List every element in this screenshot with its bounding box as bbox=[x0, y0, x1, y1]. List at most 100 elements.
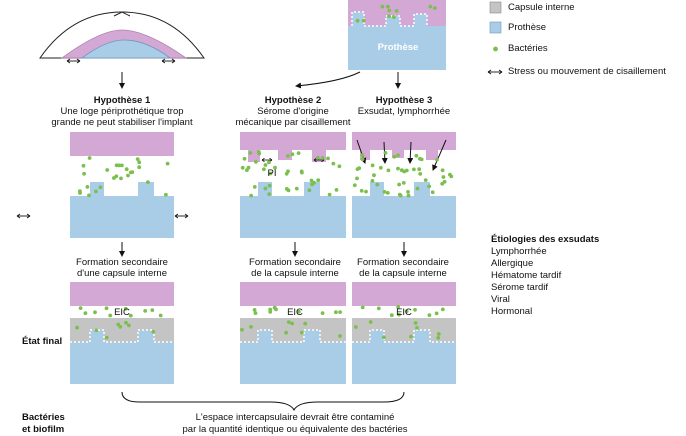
bacteria-dot bbox=[389, 313, 394, 318]
bacteria-dot bbox=[290, 321, 294, 326]
bacteria-dot bbox=[383, 151, 388, 155]
bacteria-dot bbox=[81, 163, 86, 168]
formation-2-line1: Formation secondaire bbox=[249, 257, 341, 268]
double-arrow-icon bbox=[161, 58, 176, 64]
final-panel-1 bbox=[70, 282, 174, 384]
bacteria-dot bbox=[284, 330, 288, 335]
bacteria-dot bbox=[104, 306, 109, 311]
bacteria-dot bbox=[274, 307, 278, 312]
bacteria-dot bbox=[364, 189, 368, 194]
bacteria-dot bbox=[268, 310, 273, 314]
bacteria-dot bbox=[436, 332, 441, 336]
bacteria-dot bbox=[118, 325, 123, 329]
bacteria-dot bbox=[386, 168, 391, 173]
etiology-item: Viral bbox=[491, 294, 510, 305]
etat-final-label: État final bbox=[22, 336, 63, 347]
bacteria-dot bbox=[355, 176, 359, 181]
bacteria-dot bbox=[263, 186, 268, 191]
prothese-top-block bbox=[348, 0, 446, 70]
bacteria-dot bbox=[124, 320, 128, 325]
bacteria-dot bbox=[130, 170, 135, 175]
bacteria-dot bbox=[415, 186, 420, 191]
bacteria-dot bbox=[151, 329, 156, 334]
bacteria-dot bbox=[299, 330, 304, 335]
bacteria-dot bbox=[117, 163, 121, 168]
hypothesis-2-panel bbox=[240, 132, 346, 238]
bacteria-dot bbox=[78, 306, 83, 310]
bacteria-dot bbox=[386, 4, 390, 9]
bacteria-dot bbox=[338, 310, 342, 314]
bacteria-dot bbox=[303, 321, 308, 326]
bacteria-dot bbox=[75, 325, 79, 330]
bacteria-dot bbox=[360, 157, 365, 162]
bacteria-dot bbox=[98, 185, 103, 190]
hypothesis-1-panel bbox=[16, 132, 189, 238]
bacteria-dot bbox=[126, 323, 131, 328]
gray-square-icon bbox=[489, 1, 502, 14]
bacteria-dot bbox=[354, 325, 358, 329]
bacteria-dot bbox=[368, 320, 373, 324]
etiology-item: Hormonal bbox=[491, 306, 533, 317]
bacteria-dot bbox=[387, 8, 392, 13]
eic-label-2: EIC bbox=[287, 307, 303, 318]
formation-1-line2: d'une capsule interne bbox=[76, 268, 168, 279]
blue-square-icon bbox=[489, 21, 502, 34]
bacteria-dot bbox=[286, 154, 290, 158]
etiology-item: Sérome tardif bbox=[491, 282, 549, 293]
bacteria-dot bbox=[128, 313, 133, 318]
bacteria-dot bbox=[315, 155, 320, 160]
bacteria-dot bbox=[158, 313, 163, 318]
bacteria-dot bbox=[337, 164, 342, 169]
bacteria-dot bbox=[327, 192, 332, 197]
legend-label-bacteries: Bactéries bbox=[508, 43, 548, 54]
bacteria-dot bbox=[296, 151, 301, 156]
bacteria-dot bbox=[87, 193, 91, 198]
bacteria-dot bbox=[252, 185, 257, 189]
bacteria-dot bbox=[249, 325, 253, 329]
bacteries-biofilm-label-1: Bactéries bbox=[22, 412, 65, 423]
legend-label-prothese: Prothèse bbox=[508, 22, 547, 33]
hypothesis-2-line1: Sérome d'origine bbox=[257, 106, 329, 117]
bacteria-dot bbox=[355, 18, 360, 23]
hypothesis-1-title: Hypothèse 1 bbox=[93, 95, 151, 106]
bacteria-dot bbox=[165, 161, 170, 166]
bacteria-dot bbox=[112, 176, 116, 180]
bacteria-dot bbox=[361, 18, 366, 23]
bacteria-dot bbox=[150, 308, 155, 312]
bacteria-dot bbox=[440, 168, 445, 173]
bacteria-dot bbox=[402, 169, 407, 174]
bacteria-dot bbox=[296, 309, 301, 314]
bacteria-dot bbox=[392, 154, 397, 159]
bacteria-dot bbox=[397, 182, 401, 187]
bacteria-dot bbox=[398, 193, 403, 198]
bacteria-dots bbox=[75, 4, 454, 340]
bacteria-dot bbox=[267, 160, 271, 165]
bacteria-dot bbox=[286, 169, 290, 174]
bacteria-dot bbox=[359, 188, 364, 193]
bacteria-dot bbox=[240, 327, 244, 332]
hypothesis-2-title: Hypothèse 2 bbox=[264, 95, 322, 106]
bacteria-dot bbox=[82, 171, 86, 176]
bacteria-dot bbox=[376, 306, 381, 311]
bacteria-dot bbox=[419, 157, 424, 162]
bacteria-dot bbox=[108, 313, 113, 318]
etiology-item: Allergique bbox=[491, 258, 534, 269]
green-dot-icon bbox=[493, 46, 498, 52]
bacteria-dot bbox=[320, 156, 325, 160]
bacteria-dot bbox=[387, 14, 391, 19]
bacteria-dot bbox=[380, 4, 385, 9]
bacteria-dot bbox=[370, 179, 375, 183]
etiology-item: Lymphorrhée bbox=[491, 246, 547, 257]
bacteria-dot bbox=[262, 167, 266, 172]
bacteria-dot bbox=[94, 189, 98, 194]
bacteria-dot bbox=[124, 167, 129, 172]
bacteria-dot bbox=[85, 185, 90, 189]
bacteria-dot bbox=[309, 178, 314, 183]
bacteria-dot bbox=[331, 161, 336, 166]
formation-2-line2: de la capsule interne bbox=[251, 268, 339, 279]
bacteria-dot bbox=[338, 334, 342, 338]
bacteria-dot bbox=[394, 9, 399, 13]
bacteria-dot bbox=[312, 180, 316, 185]
bacteria-dot bbox=[246, 165, 251, 170]
bacteria-dot bbox=[428, 4, 433, 9]
